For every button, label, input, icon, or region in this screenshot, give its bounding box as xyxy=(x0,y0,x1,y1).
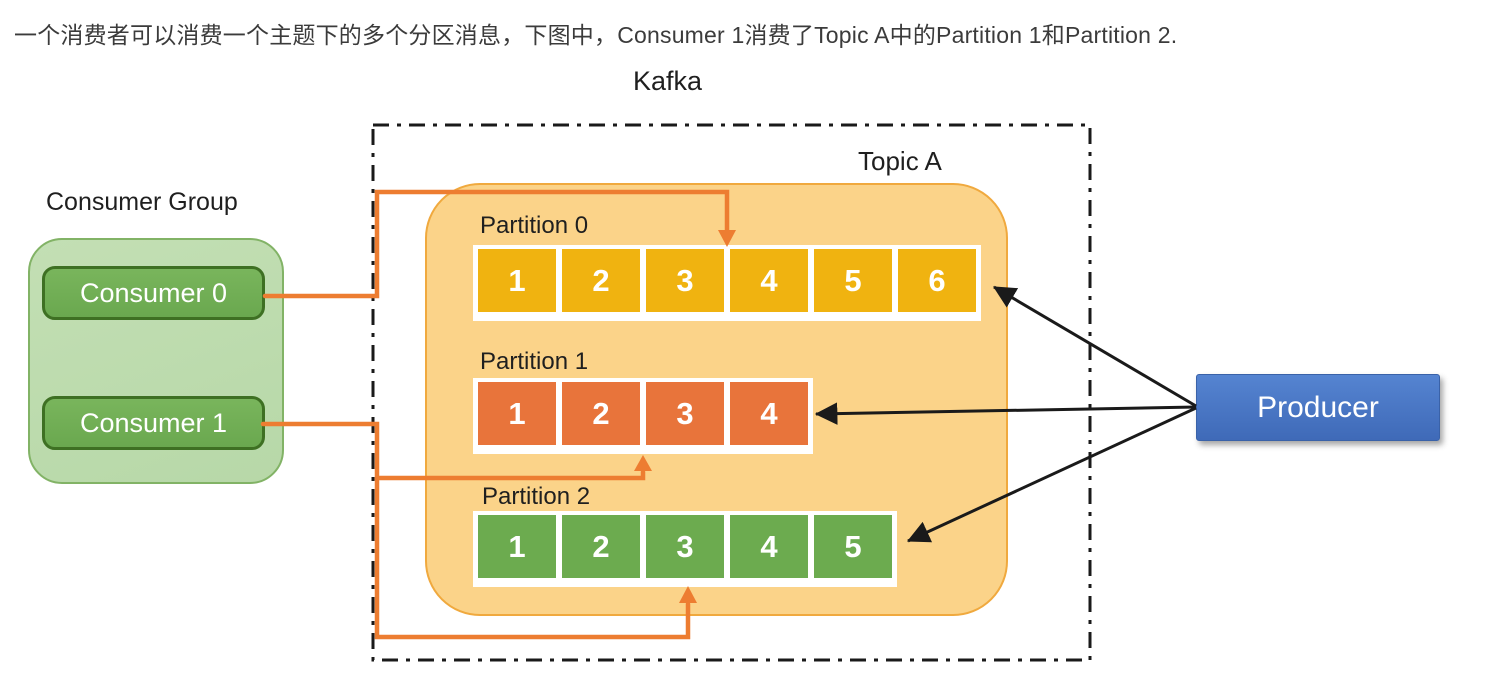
producer-label: Producer xyxy=(1257,390,1379,424)
consumer-group-label: Consumer Group xyxy=(46,188,238,216)
partition-0-message-cell: 5 xyxy=(814,249,892,312)
partition-0-message-cell: 3 xyxy=(646,249,724,312)
partition-2-message-cell: 4 xyxy=(730,515,808,578)
consumer-0-label: Consumer 0 xyxy=(79,277,228,308)
partition-2-message-cell: 1 xyxy=(478,515,556,578)
partition-0-message-cell: 2 xyxy=(562,249,640,312)
partition-2-message-cell: 2 xyxy=(562,515,640,578)
partition-2-label: Partition 2 xyxy=(482,483,591,510)
partition-0-label: Partition 0 xyxy=(480,212,589,239)
consumer-1-box: Consumer 1 xyxy=(42,396,265,450)
partition-2-message-cell: 3 xyxy=(646,515,724,578)
page-title: 一个消费者可以消费一个主题下的多个分区消息，下图中，Consumer 1消费了T… xyxy=(14,22,1178,48)
partition-1-message-cell: 4 xyxy=(730,382,808,445)
partition-0-message-cell: 6 xyxy=(898,249,976,312)
partition-1-label: Partition 1 xyxy=(480,348,589,375)
partition-1-message-cell: 1 xyxy=(478,382,556,445)
consumer-0-box: Consumer 0 xyxy=(42,266,265,320)
partition-0-message-cell: 1 xyxy=(478,249,556,312)
kafka-label: Kafka xyxy=(633,66,703,96)
partition-0-message-cell: 4 xyxy=(730,249,808,312)
topic-a-label: Topic A xyxy=(858,146,942,176)
producer-to-partition0-arrow xyxy=(993,285,1197,408)
partition-1-message-cell: 3 xyxy=(646,382,724,445)
partition-2-message-cell: 5 xyxy=(814,515,892,578)
consumer-1-label: Consumer 1 xyxy=(79,407,228,438)
partition-1-message-cell: 2 xyxy=(562,382,640,445)
producer-box: Producer xyxy=(1196,374,1440,441)
